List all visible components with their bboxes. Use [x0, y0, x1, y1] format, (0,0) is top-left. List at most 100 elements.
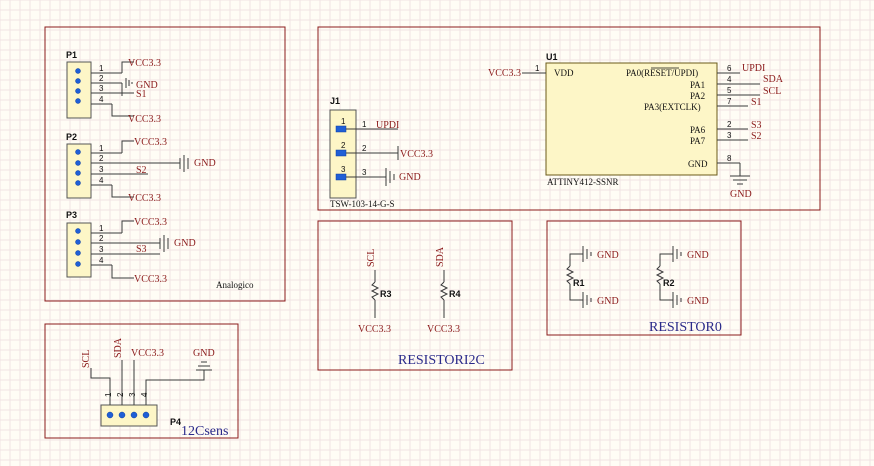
j1-gnd-label: GND	[399, 172, 421, 183]
r4-designator: R4	[449, 289, 461, 299]
u1-vdd-label: VDD	[554, 68, 574, 78]
p4-pin-1-number: 1	[104, 392, 113, 397]
u1-gnd-pin-label: GND	[688, 159, 708, 169]
sheet-analog-title: Analogico	[216, 280, 254, 290]
u1-updi-net: UPDI	[742, 63, 765, 74]
p1-pin-2-number: 2	[99, 74, 104, 83]
p1-vcc-label: VCC3.3	[128, 58, 161, 69]
p4-vcc-label: VCC3.3	[131, 348, 164, 359]
u1-pa0-label: PA0(RESET/UPDI)	[626, 68, 698, 78]
r1-gnd-top-label: GND	[597, 250, 619, 261]
j1-pin-2[interactable]	[335, 149, 347, 157]
p4-pin-1[interactable]	[106, 411, 114, 419]
sheet-analog: Analogico P1 1 2 3 4 VCC3.3 GND S1	[44, 26, 286, 302]
u1-body	[545, 62, 718, 176]
p2-pin-3[interactable]	[75, 170, 81, 176]
connector-j1[interactable]: J1 1 2 3 1 2 3 UPDI VCC3.3 GND TSW-103-1…	[329, 96, 433, 209]
j1-part-number: TSW-103-14-G-S	[330, 199, 395, 209]
p4-designator: P4	[170, 417, 181, 427]
u1-scl-net: SCL	[763, 86, 781, 97]
p1-pin-3-number: 3	[99, 84, 104, 93]
sheet-resistor0-border	[546, 220, 742, 336]
u1-gnd-net: GND	[730, 189, 752, 200]
r3-vcc-label: VCC3.3	[358, 324, 391, 335]
sheet-i2c-sens-border	[44, 323, 239, 439]
j1-pin-1[interactable]	[335, 125, 347, 133]
p2-vcc-label: VCC3.3	[134, 137, 167, 148]
r2-gnd-top-label: GND	[687, 250, 709, 261]
p1-pin-1-number: 1	[99, 64, 104, 73]
p2-vcc2-label: VCC3.3	[128, 193, 161, 204]
j1-wire-2-number: 2	[362, 144, 367, 153]
j1-pin-3-number: 3	[341, 165, 346, 174]
p3-pin-1[interactable]	[75, 228, 81, 234]
r4-vcc-label: VCC3.3	[427, 324, 460, 335]
r2-gnd-bottom-label: GND	[687, 296, 709, 307]
r4-sda-label: SDA	[435, 246, 446, 267]
p1-pin-4[interactable]	[75, 98, 81, 104]
r1-designator: R1	[573, 278, 585, 288]
p1-pin-3[interactable]	[75, 88, 81, 94]
p1-pin-2[interactable]	[75, 78, 81, 84]
p3-pin-4-number: 4	[99, 256, 104, 265]
u1-pin-pa2-number: 5	[727, 86, 732, 95]
sheet-resistor-i2c-title: RESISTORI2C	[398, 353, 485, 368]
p2-gnd-label: GND	[194, 158, 216, 169]
p3-pin-1-number: 1	[99, 224, 104, 233]
p4-scl-label: SCL	[81, 350, 92, 368]
sheet-resistor-i2c-border	[317, 220, 513, 371]
connector-p1[interactable]: P1 1 2 3 4 VCC3.3 GND S1 VCC3.3	[66, 50, 161, 125]
resistor-r2[interactable]: R2 GND GND	[655, 246, 709, 308]
u1-pin-gnd-number: 8	[727, 154, 732, 163]
p3-vcc-label: VCC3.3	[134, 217, 167, 228]
connector-p2[interactable]: P2 1 2 3 4 VCC3.3 GND S2 VCC3.3	[66, 132, 216, 204]
p3-pin-4[interactable]	[75, 261, 81, 267]
u1-pa3-label: PA3(EXTCLK)	[644, 102, 701, 112]
r3-designator: R3	[380, 289, 392, 299]
p2-pin-4[interactable]	[75, 180, 81, 186]
p3-gnd-label: GND	[174, 238, 196, 249]
p2-pin-2-number: 2	[99, 154, 104, 163]
u1-pin-pa7-number: 3	[727, 131, 732, 140]
j1-pin-1-number: 1	[341, 117, 346, 126]
resistor-r1[interactable]: R1 GND GND	[565, 246, 619, 308]
p3-pin-2[interactable]	[75, 239, 81, 245]
u1-pin-vdd-number: 1	[535, 64, 540, 73]
p2-pin-1[interactable]	[75, 149, 81, 155]
j1-wire-1-number: 1	[362, 120, 367, 129]
u1-s1-net: S1	[751, 97, 762, 108]
u1-pin-pa1-number: 4	[727, 75, 732, 84]
sheet-resistor0: RESISTOR0 R1 GND GND R2 GND	[546, 220, 742, 336]
sheet-resistor0-title: RESISTOR0	[649, 320, 722, 335]
j1-wire-3-number: 3	[362, 168, 367, 177]
connector-p4[interactable]: P4 1 2 3 4 SCL SDA VCC3.3 GND	[81, 337, 215, 427]
j1-designator: J1	[330, 96, 340, 106]
u1-s2-net: S2	[751, 131, 762, 142]
resistor-r4[interactable]: SDA R4 VCC3.3	[427, 246, 461, 335]
p4-pin-4[interactable]	[142, 411, 150, 419]
r1-gnd-bottom-label: GND	[597, 296, 619, 307]
p3-vcc2-label: VCC3.3	[134, 274, 167, 285]
j1-pin-3[interactable]	[335, 173, 347, 181]
p2-pin-2[interactable]	[75, 160, 81, 166]
connector-p3[interactable]: P3 1 2 3 4 VCC3.3 GND S3 VCC3.3	[66, 210, 196, 285]
p3-pin-2-number: 2	[99, 234, 104, 243]
u1-pa1-label: PA1	[690, 80, 705, 90]
u1-pin-pa0-number: 6	[727, 64, 732, 73]
p4-pin-2[interactable]	[118, 411, 126, 419]
p2-pin-4-number: 4	[99, 176, 104, 185]
mcu-u1[interactable]: U1 VCC3.3 1 VDD PA0(RESET/UPDI) PA1 PA2 …	[488, 52, 784, 200]
p1-pin-1[interactable]	[75, 68, 81, 74]
p1-s1-label: S1	[136, 89, 147, 100]
sheet-analog-border	[44, 26, 286, 302]
sheet-i2c-sens-title: 12Csens	[181, 424, 228, 439]
resistor-r3[interactable]: SCL R3 VCC3.3	[358, 249, 392, 335]
j1-pin-2-number: 2	[341, 141, 346, 150]
p3-pin-3[interactable]	[75, 250, 81, 256]
p4-pin-3[interactable]	[130, 411, 138, 419]
u1-vcc-label: VCC3.3	[488, 68, 521, 79]
p4-body	[100, 404, 158, 427]
p2-s2-label: S2	[136, 165, 147, 176]
p3-s3-label: S3	[136, 244, 147, 255]
